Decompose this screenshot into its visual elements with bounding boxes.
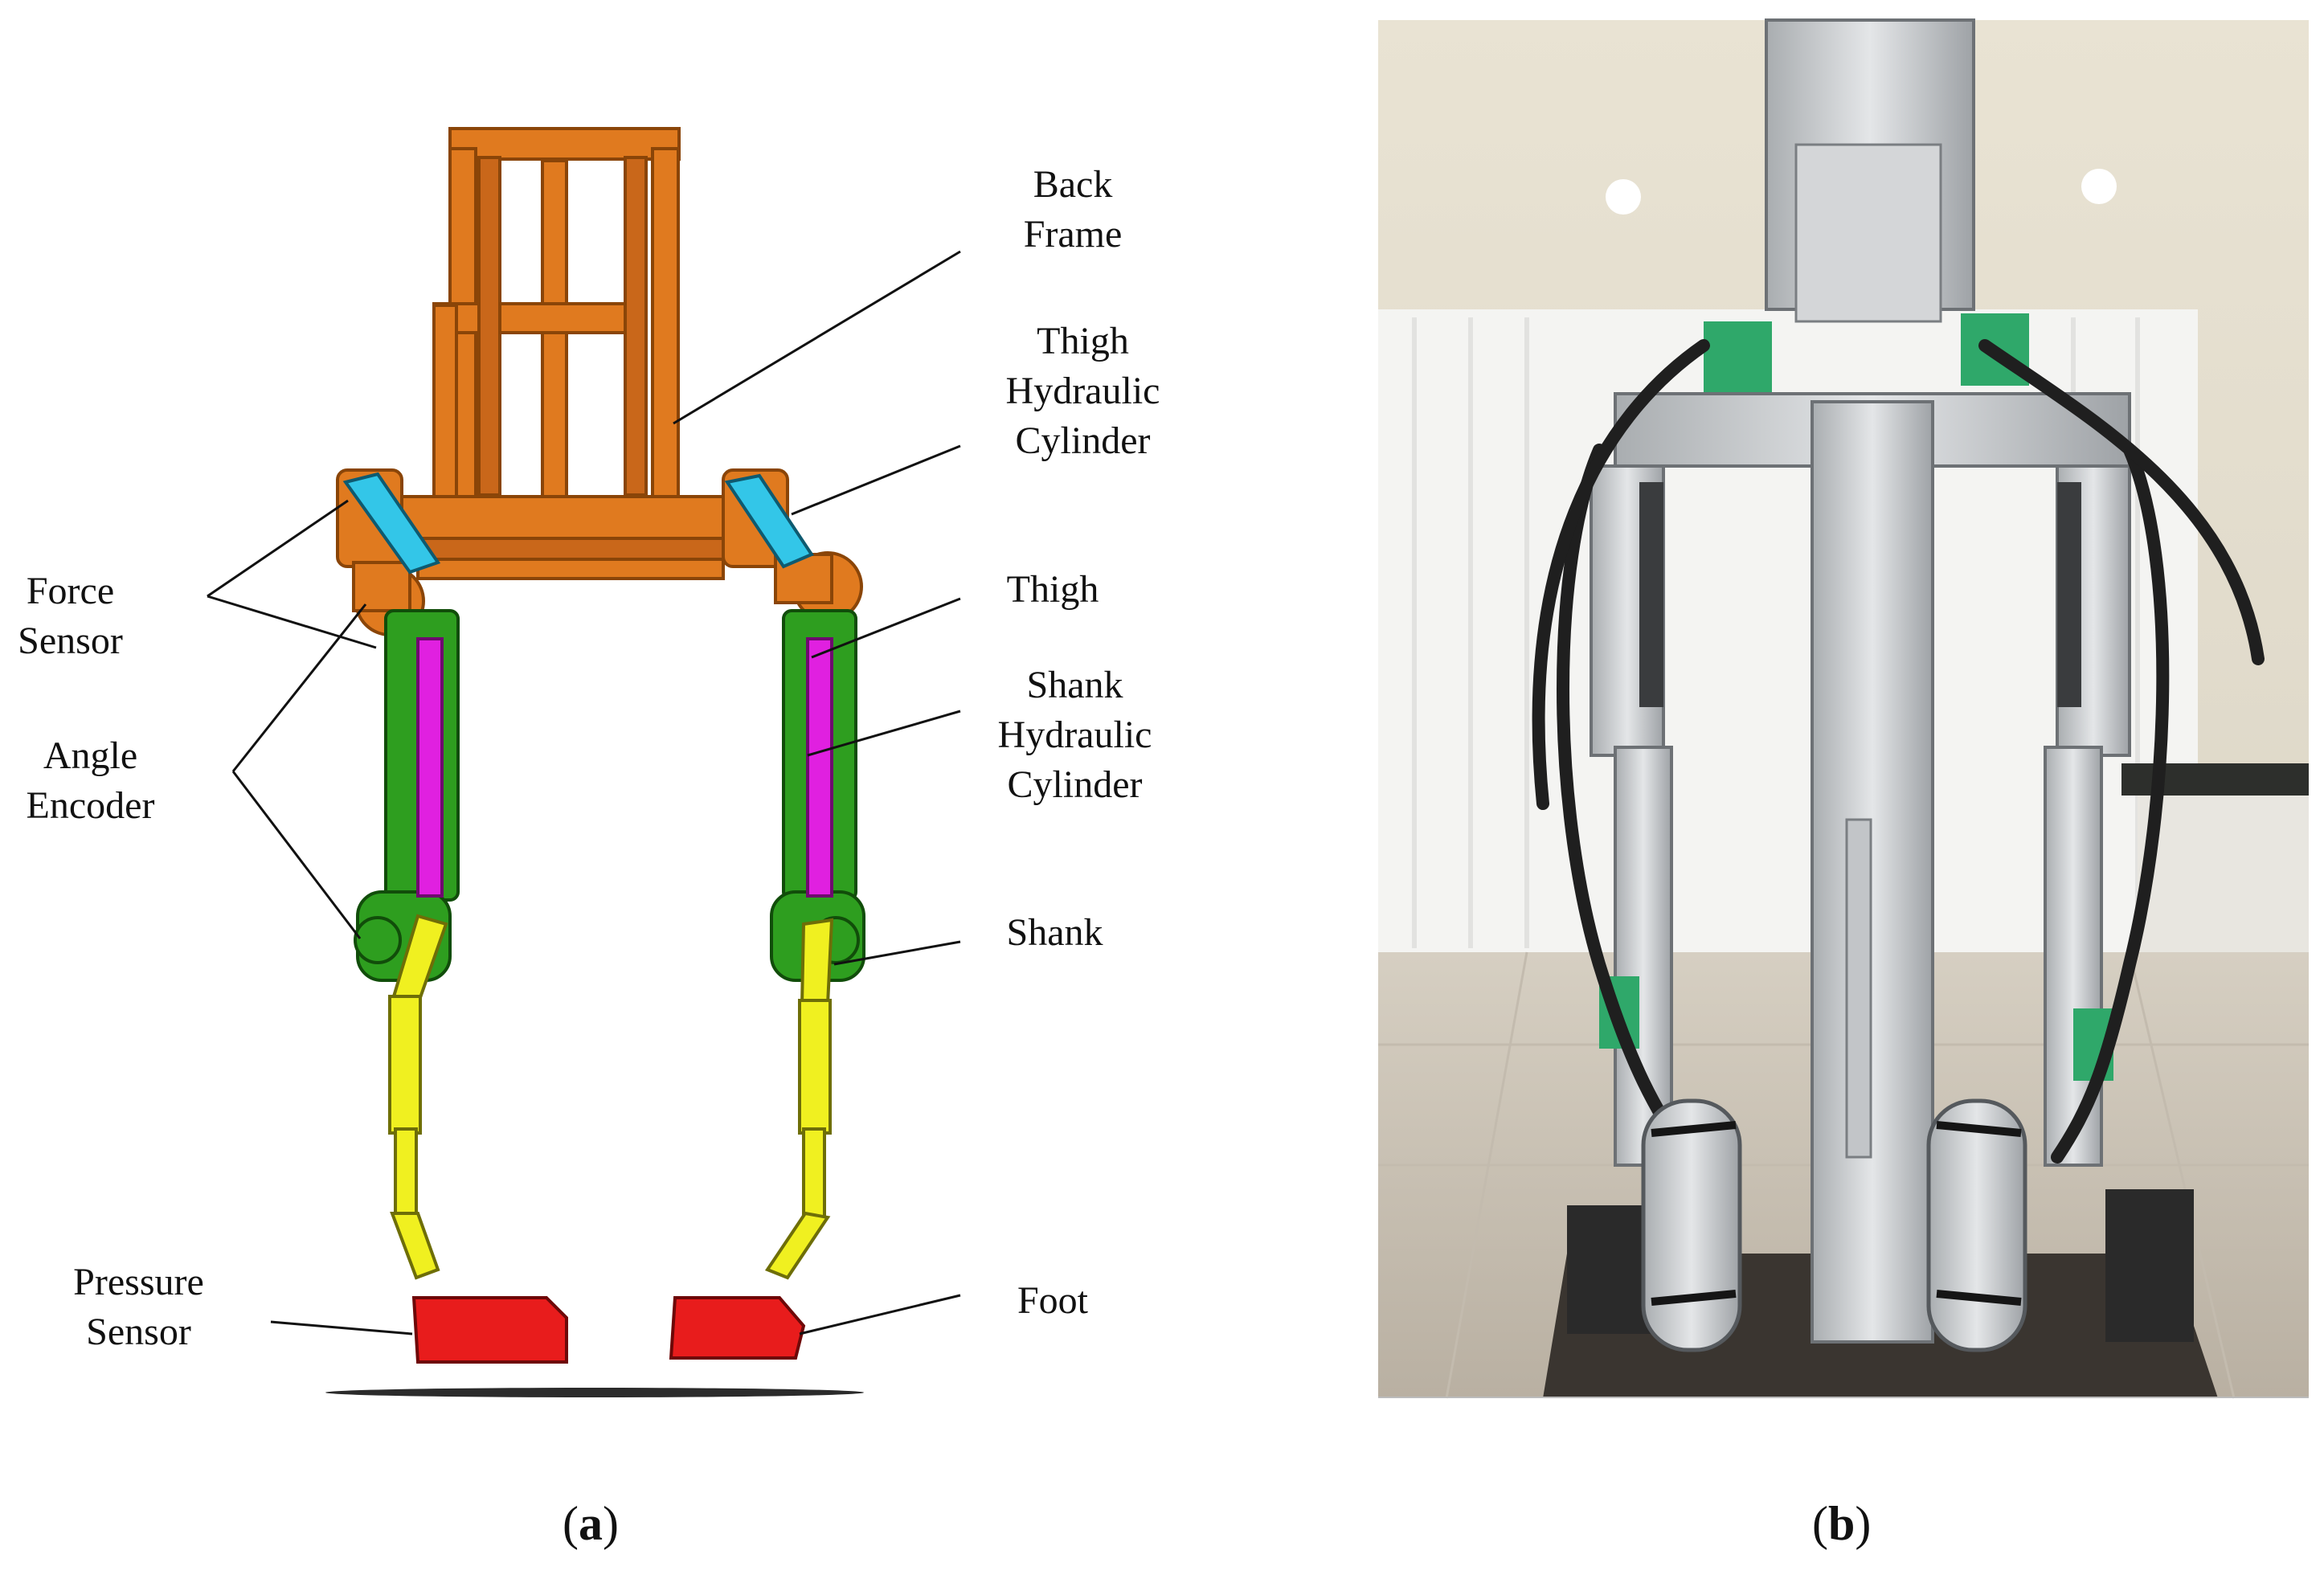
label-thigh-hydraulic-cylinder-line3: Cylinder: [1015, 419, 1151, 462]
foot-right: [669, 1296, 806, 1360]
caption-a-close: ): [602, 1497, 619, 1550]
label-pressure-sensor-line1: Pressure: [73, 1261, 204, 1303]
label-shank-hydraulic-cylinder-line3: Cylinder: [1007, 763, 1143, 806]
photo-exoskeleton: [1378, 18, 2309, 1399]
thigh-cylinder-right: [724, 473, 814, 569]
label-shank-line1: Shank: [1006, 911, 1103, 954]
shank-right: [764, 918, 834, 1280]
label-back-frame: Back Frame: [1004, 160, 1141, 260]
label-thigh-hydraulic-cylinder-line1: Thigh: [1037, 320, 1129, 362]
caption-b-open: (: [1812, 1497, 1828, 1550]
caption-panel-a: (a): [563, 1496, 619, 1552]
label-angle-encoder: Angle Encoder: [12, 731, 169, 831]
label-thigh-line1: Thigh: [1006, 568, 1099, 611]
label-back-frame-line2: Frame: [1023, 213, 1123, 256]
label-thigh-hydraulic-cylinder-line2: Hydraulic: [1005, 370, 1160, 412]
label-angle-encoder-line1: Angle: [43, 734, 138, 777]
foot-left: [411, 1296, 568, 1364]
label-thigh: Thigh: [992, 565, 1113, 615]
shank-left: [388, 914, 448, 1280]
photo-border-bottom: [1378, 1397, 2309, 1398]
label-force-sensor-line1: Force: [26, 570, 115, 612]
caption-a-open: (: [563, 1497, 579, 1550]
back-frame: [400, 127, 741, 580]
caption-b-letter: b: [1827, 1497, 1856, 1550]
caption-panel-b: (b): [1812, 1496, 1871, 1552]
label-foot: Foot: [996, 1276, 1109, 1326]
ground-shadow: [325, 1388, 864, 1397]
label-thigh-hydraulic-cylinder: Thigh Hydraulic Cylinder: [984, 317, 1181, 466]
shank-cylinder-right: [806, 637, 833, 898]
label-shank-hydraulic-cylinder: Shank Hydraulic Cylinder: [976, 661, 1173, 810]
label-shank: Shank: [992, 908, 1117, 958]
caption-b-close: ): [1855, 1497, 1872, 1550]
label-force-sensor-line2: Sensor: [18, 620, 123, 662]
label-back-frame-line1: Back: [1033, 163, 1113, 206]
label-pressure-sensor: Pressure Sensor: [52, 1258, 225, 1357]
shank-cylinder-left: [416, 637, 444, 898]
label-foot-line1: Foot: [1017, 1279, 1089, 1322]
label-shank-hydraulic-cylinder-line2: Hydraulic: [997, 714, 1152, 756]
caption-a-letter: a: [578, 1497, 603, 1550]
thigh-cylinder-left: [342, 472, 441, 575]
label-angle-encoder-line2: Encoder: [26, 784, 155, 827]
leader-lines: [207, 250, 961, 1335]
cad-model: [325, 127, 865, 1397]
label-force-sensor: Force Sensor: [8, 566, 133, 666]
label-shank-hydraulic-cylinder-line1: Shank: [1026, 664, 1123, 706]
label-pressure-sensor-line2: Sensor: [86, 1311, 191, 1353]
